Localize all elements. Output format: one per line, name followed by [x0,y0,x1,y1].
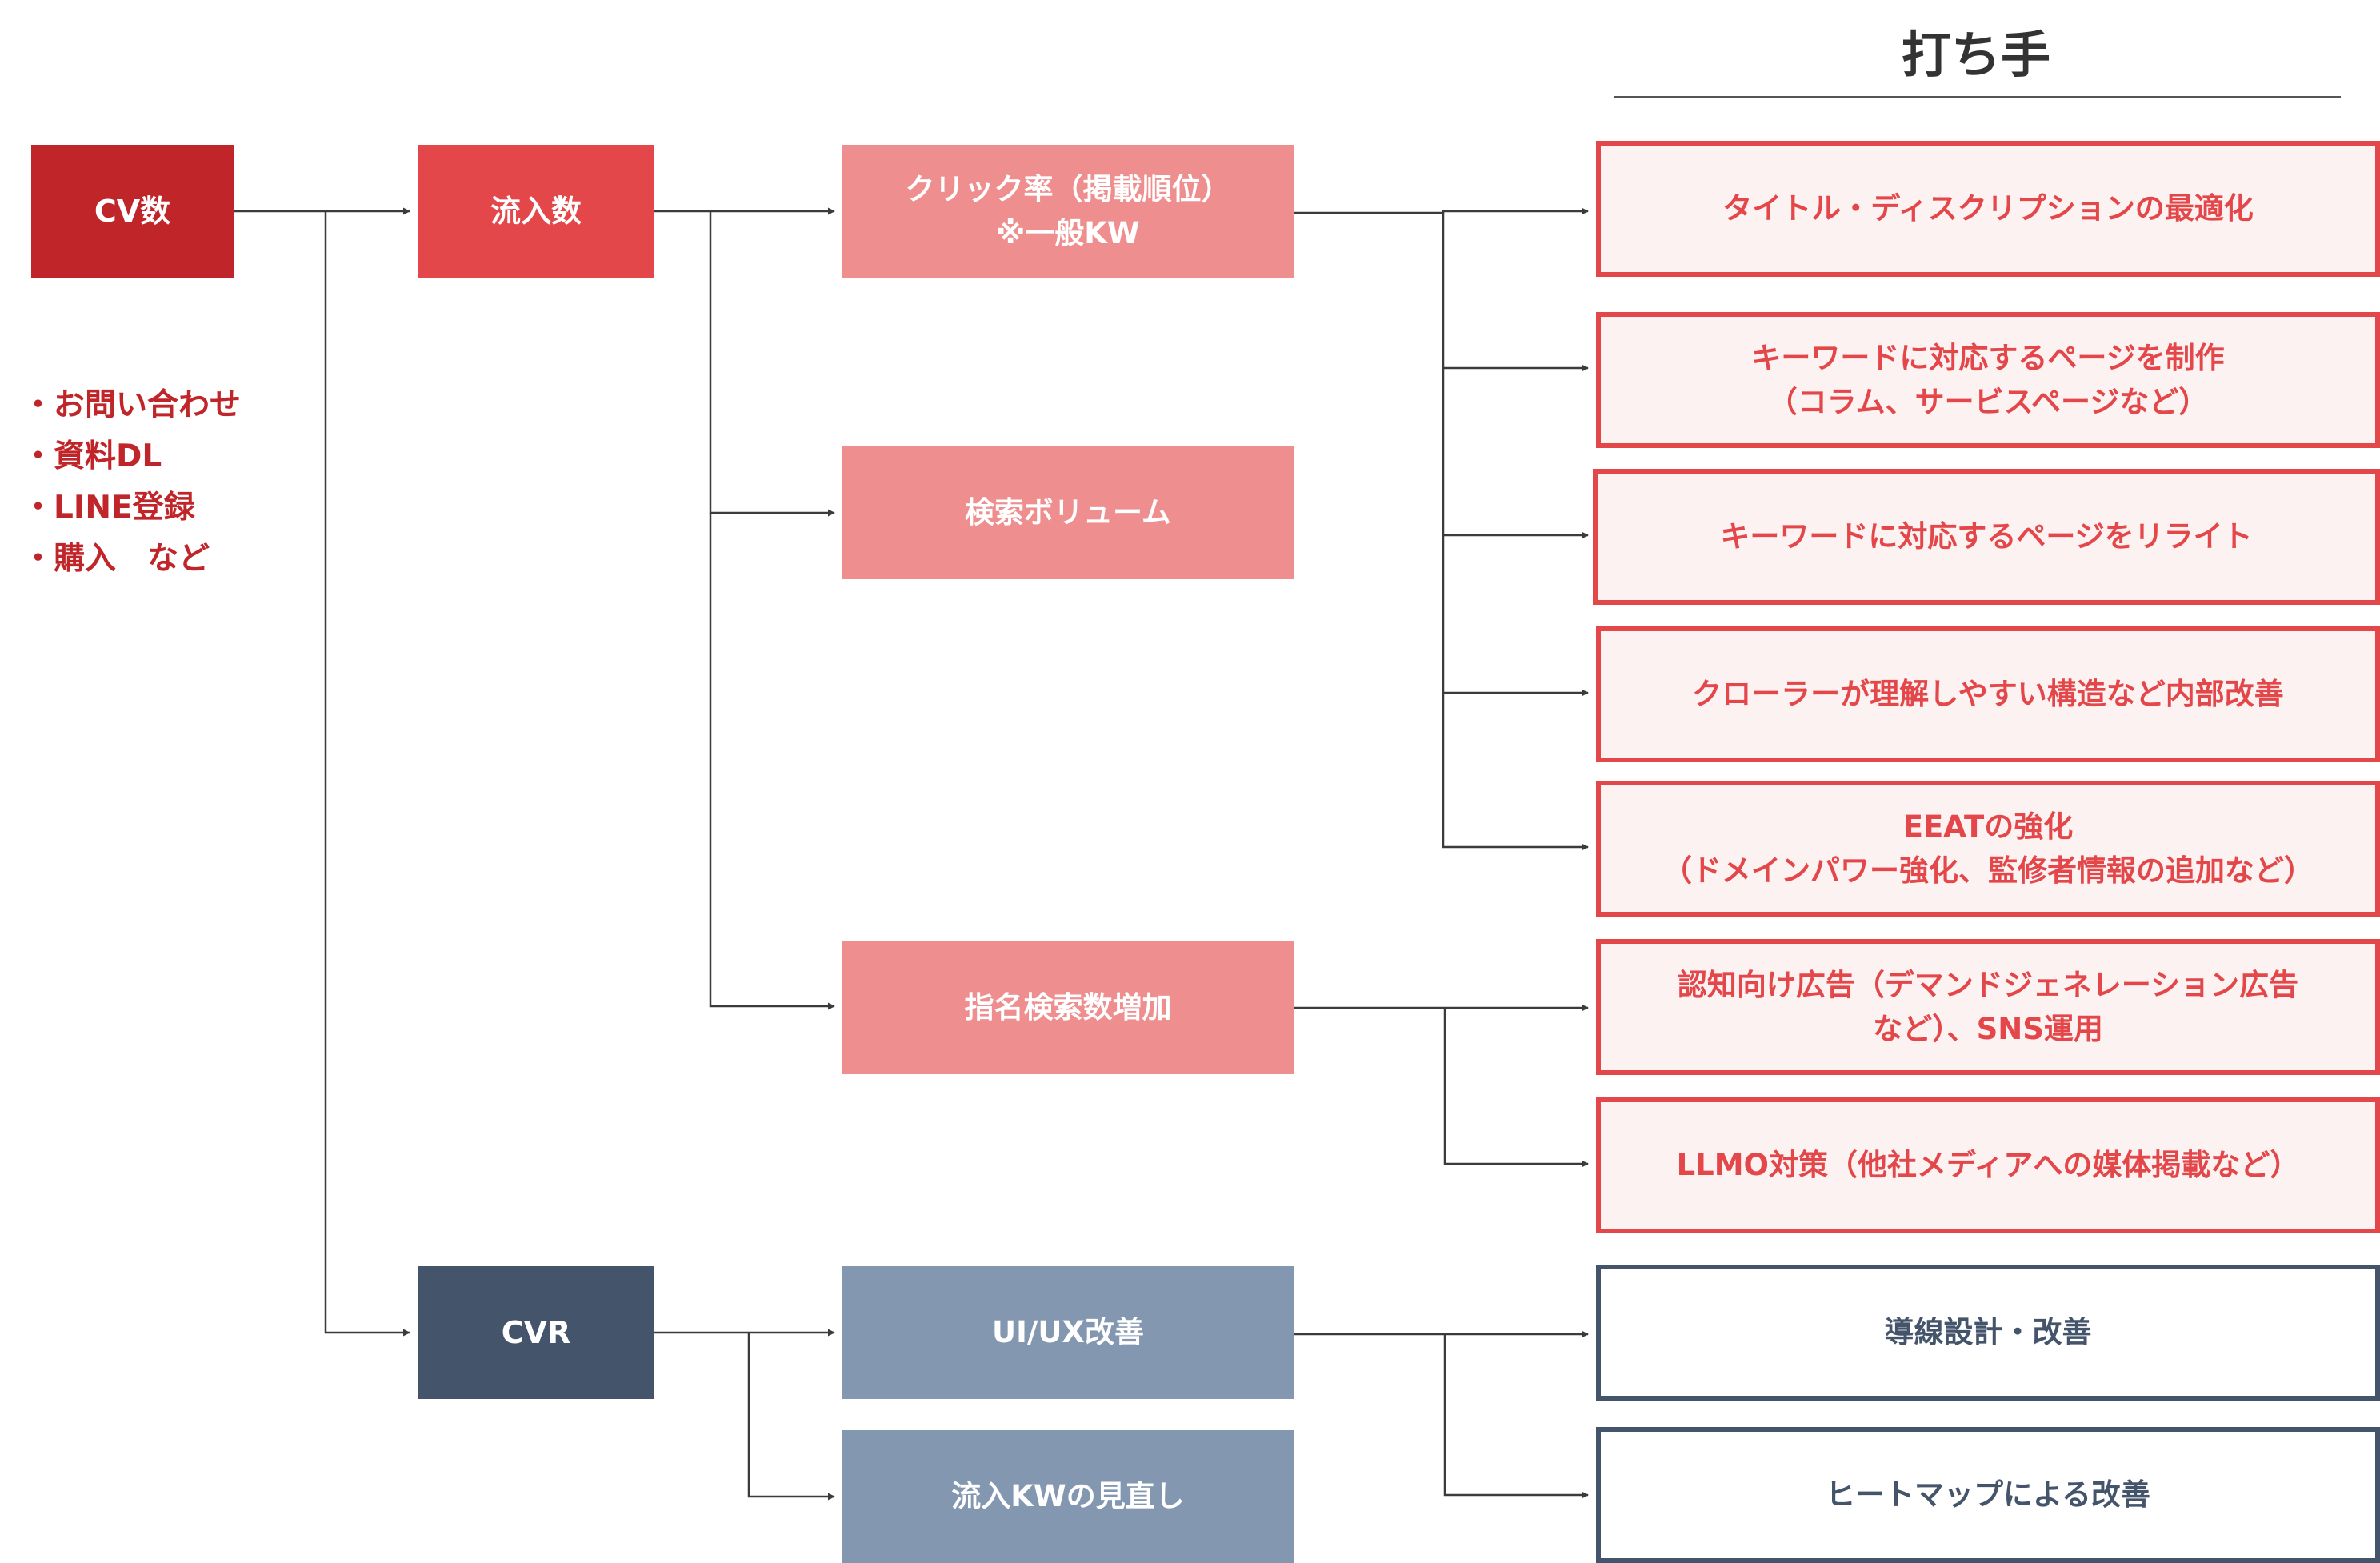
connector-ctr-action-2 [1442,213,1589,372]
node-inflow-count-label: 流入数 [490,193,582,229]
action-label: EEATの強化 （ドメインパワー強化、監修者情報の追加など） [1662,809,2314,889]
connector-ctr-action-5 [1442,693,1589,851]
connector-branded-action-7 [1443,1008,1589,1168]
action-box: ヒートマップによる改善 [1596,1427,2380,1563]
connector-cv-cvr [324,211,410,1337]
action-box: タイトル・ディスクリプションの最適化 [1596,141,2380,277]
action-box: キーワードに対応するページをリライト [1593,469,2380,605]
node-ui-ux-label: UI/UX改善 [992,1315,1144,1350]
node-inflow-count: 流入数 [418,145,654,278]
action-label: キーワードに対応するページをリライト [1720,519,2253,554]
action-box: LLMO対策（他社メディアへの媒体掲載など） [1596,1097,2380,1233]
connector-ctr-action-3 [1442,368,1589,539]
action-label: クローラーが理解しやすい構造など内部改善 [1692,677,2284,712]
node-cvr: CVR [418,1266,654,1399]
action-box: キーワードに対応するページを制作 （コラム、サービスページなど） [1596,312,2380,448]
connector-cvr-kw-review [747,1333,835,1501]
cv-example-item: ・お問い合わせ [22,387,242,423]
node-search-volume-label: 検索ボリューム [965,495,1171,530]
node-branded-search-label: 指名検索数増加 [964,990,1172,1025]
connector-inflow-branded [709,513,835,1010]
connector-inflow-volume [709,211,835,517]
action-label: 導線設計・改善 [1884,1315,2092,1350]
action-label: ヒートマップによる改善 [1826,1477,2150,1513]
connector-ctr-action-1 [1294,207,1589,215]
node-ui-ux: UI/UX改善 [842,1266,1294,1399]
node-cv-count: CV数 [31,145,234,278]
node-branded-search: 指名検索数増加 [842,941,1294,1074]
node-keyword-review: 流入KWの見直し [842,1430,1294,1563]
connector-uiux-action-9 [1443,1334,1589,1499]
cv-example-item: ・資料DL [22,438,162,474]
node-click-rate-label: クリック率（掲載順位） ※一般KW [905,171,1231,251]
action-box: EEATの強化 （ドメインパワー強化、監修者情報の追加など） [1596,781,2380,917]
action-label: LLMO対策（他社メディアへの媒体掲載など） [1676,1148,2300,1183]
action-label: タイトル・ディスクリプションの最適化 [1722,191,2254,226]
cv-examples-list: ・お問い合わせ ・資料DL ・LINE登録 ・購入 など [22,380,241,585]
node-cv-count-label: CV数 [94,193,171,229]
node-keyword-review-label: 流入KWの見直し [951,1479,1185,1514]
action-box: 導線設計・改善 [1596,1265,2380,1401]
action-box: 認知向け広告（デマンドジェネレーション広告 など）、SNS運用 [1596,939,2380,1075]
header-title: 打ち手 [1901,26,2050,84]
node-search-volume: 検索ボリューム [842,446,1294,579]
action-label: キーワードに対応するページを制作 （コラム、サービスページなど） [1751,340,2225,420]
action-box: クローラーが理解しやすい構造など内部改善 [1596,626,2380,762]
action-label: 認知向け広告（デマンドジェネレーション広告 など）、SNS運用 [1677,967,2299,1047]
cv-example-item: ・LINE登録 [22,490,195,526]
node-cvr-label: CVR [501,1314,571,1350]
header-divider [1614,96,2341,98]
connector-ctr-action-4 [1442,535,1589,697]
node-click-rate: クリック率（掲載順位） ※一般KW [842,145,1294,278]
cv-example-item: ・購入 など [22,541,210,577]
